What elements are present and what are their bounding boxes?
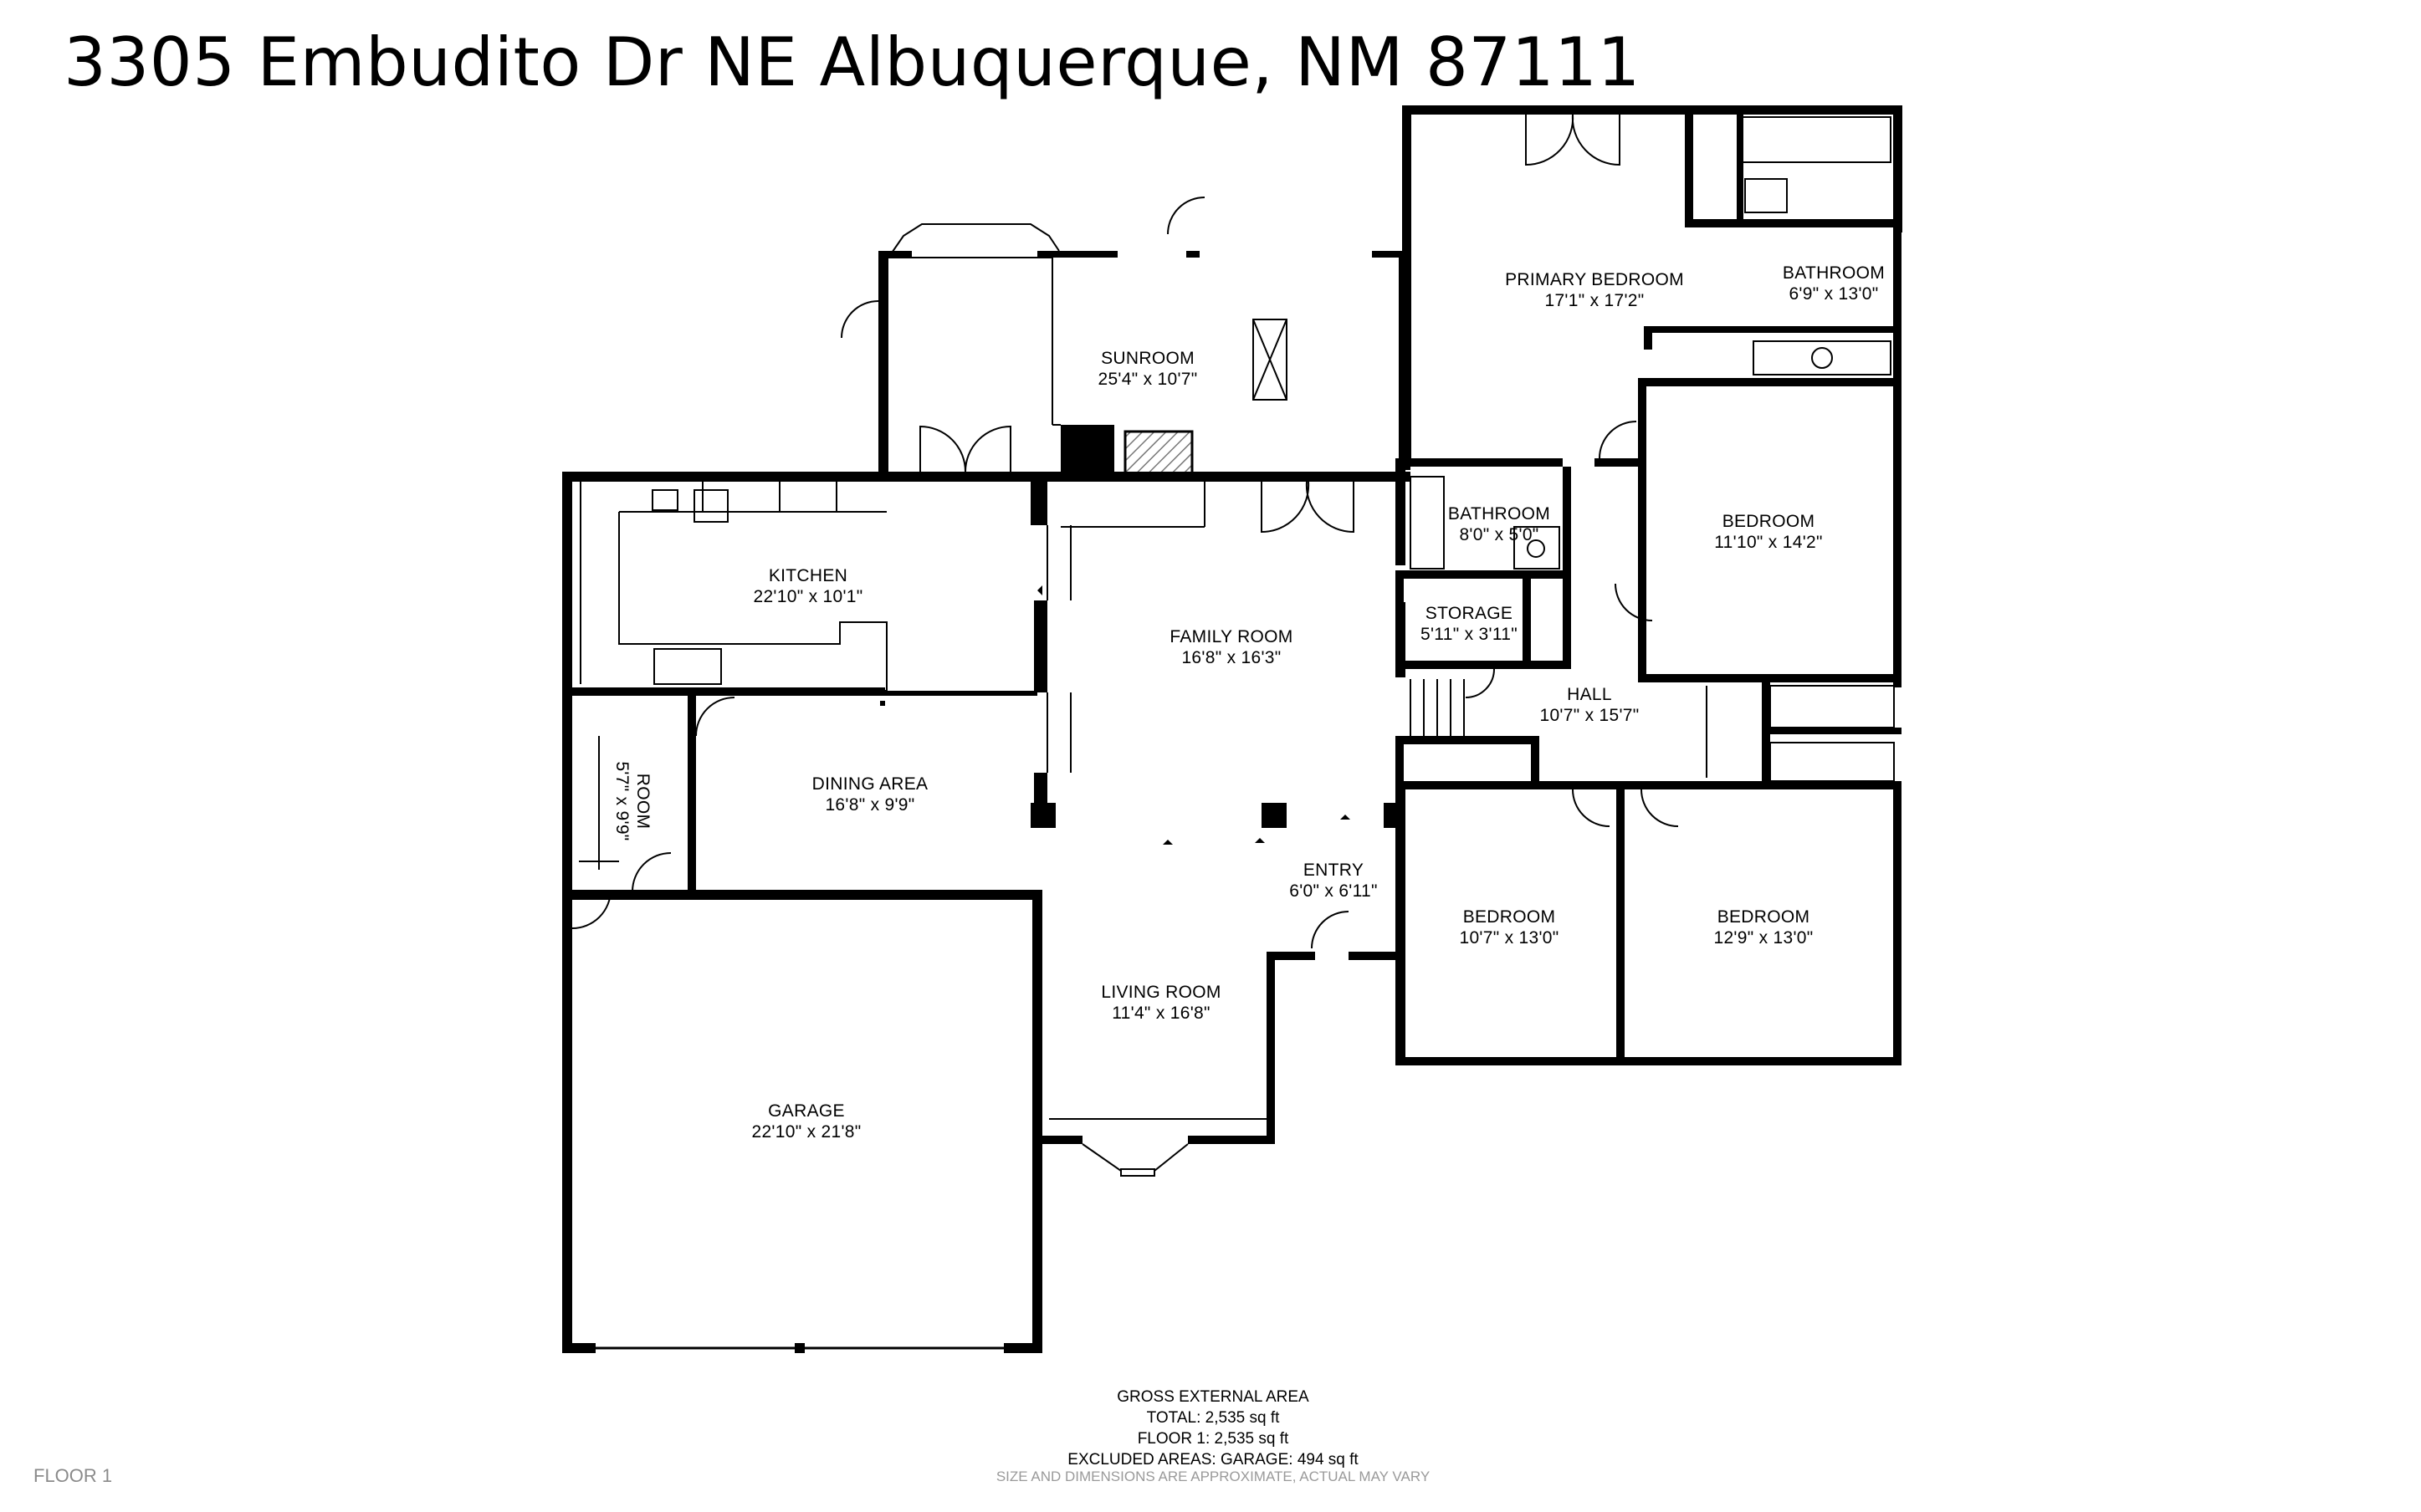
room-dims: 11'10" x 14'2" [1714,533,1823,552]
room-dims: 10'7" x 15'7" [1539,706,1640,725]
markers [1037,585,1350,845]
room-label-room: ROOM 5'7" x 9'9" [612,761,653,840]
room-name: BEDROOM [1722,512,1815,531]
room-dims: 8'0" x 5'0" [1459,525,1539,544]
room-dims: 6'0" x 6'11" [1289,881,1378,901]
room-dims: 17'1" x 17'2" [1544,291,1645,310]
room-name: BATHROOM [1782,263,1886,283]
room-dims: 12'9" x 13'0" [1713,928,1814,948]
room-label-bathroom: BATHROOM 8'0" x 5'0" [1448,503,1550,545]
room-label-bedroom-se: BEDROOM 12'9" x 13'0" [1713,907,1813,948]
light-lines [571,114,1895,1350]
room-dims: 16'8" x 16'3" [1181,648,1282,667]
room-label-primary-bedroom: PRIMARY BEDROOM 17'1" x 17'2" [1505,269,1684,311]
room-label-storage: STORAGE 5'11" x 3'11" [1420,603,1518,645]
room-dims: 25'4" x 10'7" [1098,370,1198,389]
room-label-kitchen: KITCHEN 22'10" x 10'1" [753,565,862,607]
room-name: SUNROOM [1101,349,1195,368]
disclaimer: SIZE AND DIMENSIONS ARE APPROXIMATE, ACT… [996,1469,1431,1484]
area-excluded: EXCLUDED AREAS: GARAGE: 494 sq ft [1067,1451,1359,1469]
room-name: DINING AREA [811,774,929,794]
room-dims: 6'9" x 13'0" [1789,284,1879,304]
room-name: PRIMARY BEDROOM [1505,270,1684,289]
area-summary: GROSS EXTERNAL AREA TOTAL: 2,535 sq ft F… [1067,1387,1358,1470]
room-dims: 22'10" x 10'1" [753,587,863,606]
room-label-family-room: FAMILY ROOM 16'8" x 16'3" [1170,626,1292,668]
room-name: FAMILY ROOM [1170,627,1293,646]
area-floor1: FLOOR 1: 2,535 sq ft [1137,1430,1289,1448]
room-name: LIVING ROOM [1101,983,1221,1002]
room-name: BATHROOM [1447,504,1551,524]
room-dims: 10'7" x 13'0" [1459,928,1559,948]
room-dims: 5'11" x 3'11" [1420,625,1518,644]
room-label-sunroom: SUNROOM 25'4" x 10'7" [1098,348,1197,390]
room-name: HALL [1567,685,1612,704]
room-dims: 5'7" x 9'9" [612,761,632,841]
room-label-garage: GARAGE 22'10" x 21'8" [751,1101,861,1142]
room-name: STORAGE [1425,604,1513,623]
room-label-bedroom-ne: BEDROOM 11'10" x 14'2" [1714,511,1823,553]
room-name: GARAGE [768,1101,845,1121]
room-label-primary-bathroom: BATHROOM 6'9" x 13'0" [1783,263,1885,304]
area-heading: GROSS EXTERNAL AREA [1117,1388,1309,1406]
room-name: KITCHEN [768,566,848,585]
room-name: BEDROOM [1717,907,1810,927]
area-total: TOTAL: 2,535 sq ft [1146,1409,1280,1427]
room-name: ROOM [633,773,653,830]
room-name: ENTRY [1303,861,1364,880]
room-dims: 16'8" x 9'9" [825,795,915,815]
room-label-dining-area: DINING AREA 16'8" x 9'9" [812,774,929,815]
floor-label: FLOOR 1 [33,1465,113,1486]
room-dims: 22'10" x 21'8" [751,1122,862,1142]
room-label-entry: ENTRY 6'0" x 6'11" [1289,860,1378,902]
room-dims: 11'4" x 16'8" [1112,1004,1210,1023]
walls [562,105,1902,1353]
room-label-bedroom-sw: BEDROOM 10'7" x 13'0" [1459,907,1559,948]
page-title: 3305 Embudito Dr NE Albuquerque, NM 8711… [64,23,1640,101]
room-label-living-room: LIVING ROOM 11'4" x 16'8" [1101,982,1221,1024]
room-name: BEDROOM [1462,907,1556,927]
room-label-hall: HALL 10'7" x 15'7" [1539,684,1639,726]
